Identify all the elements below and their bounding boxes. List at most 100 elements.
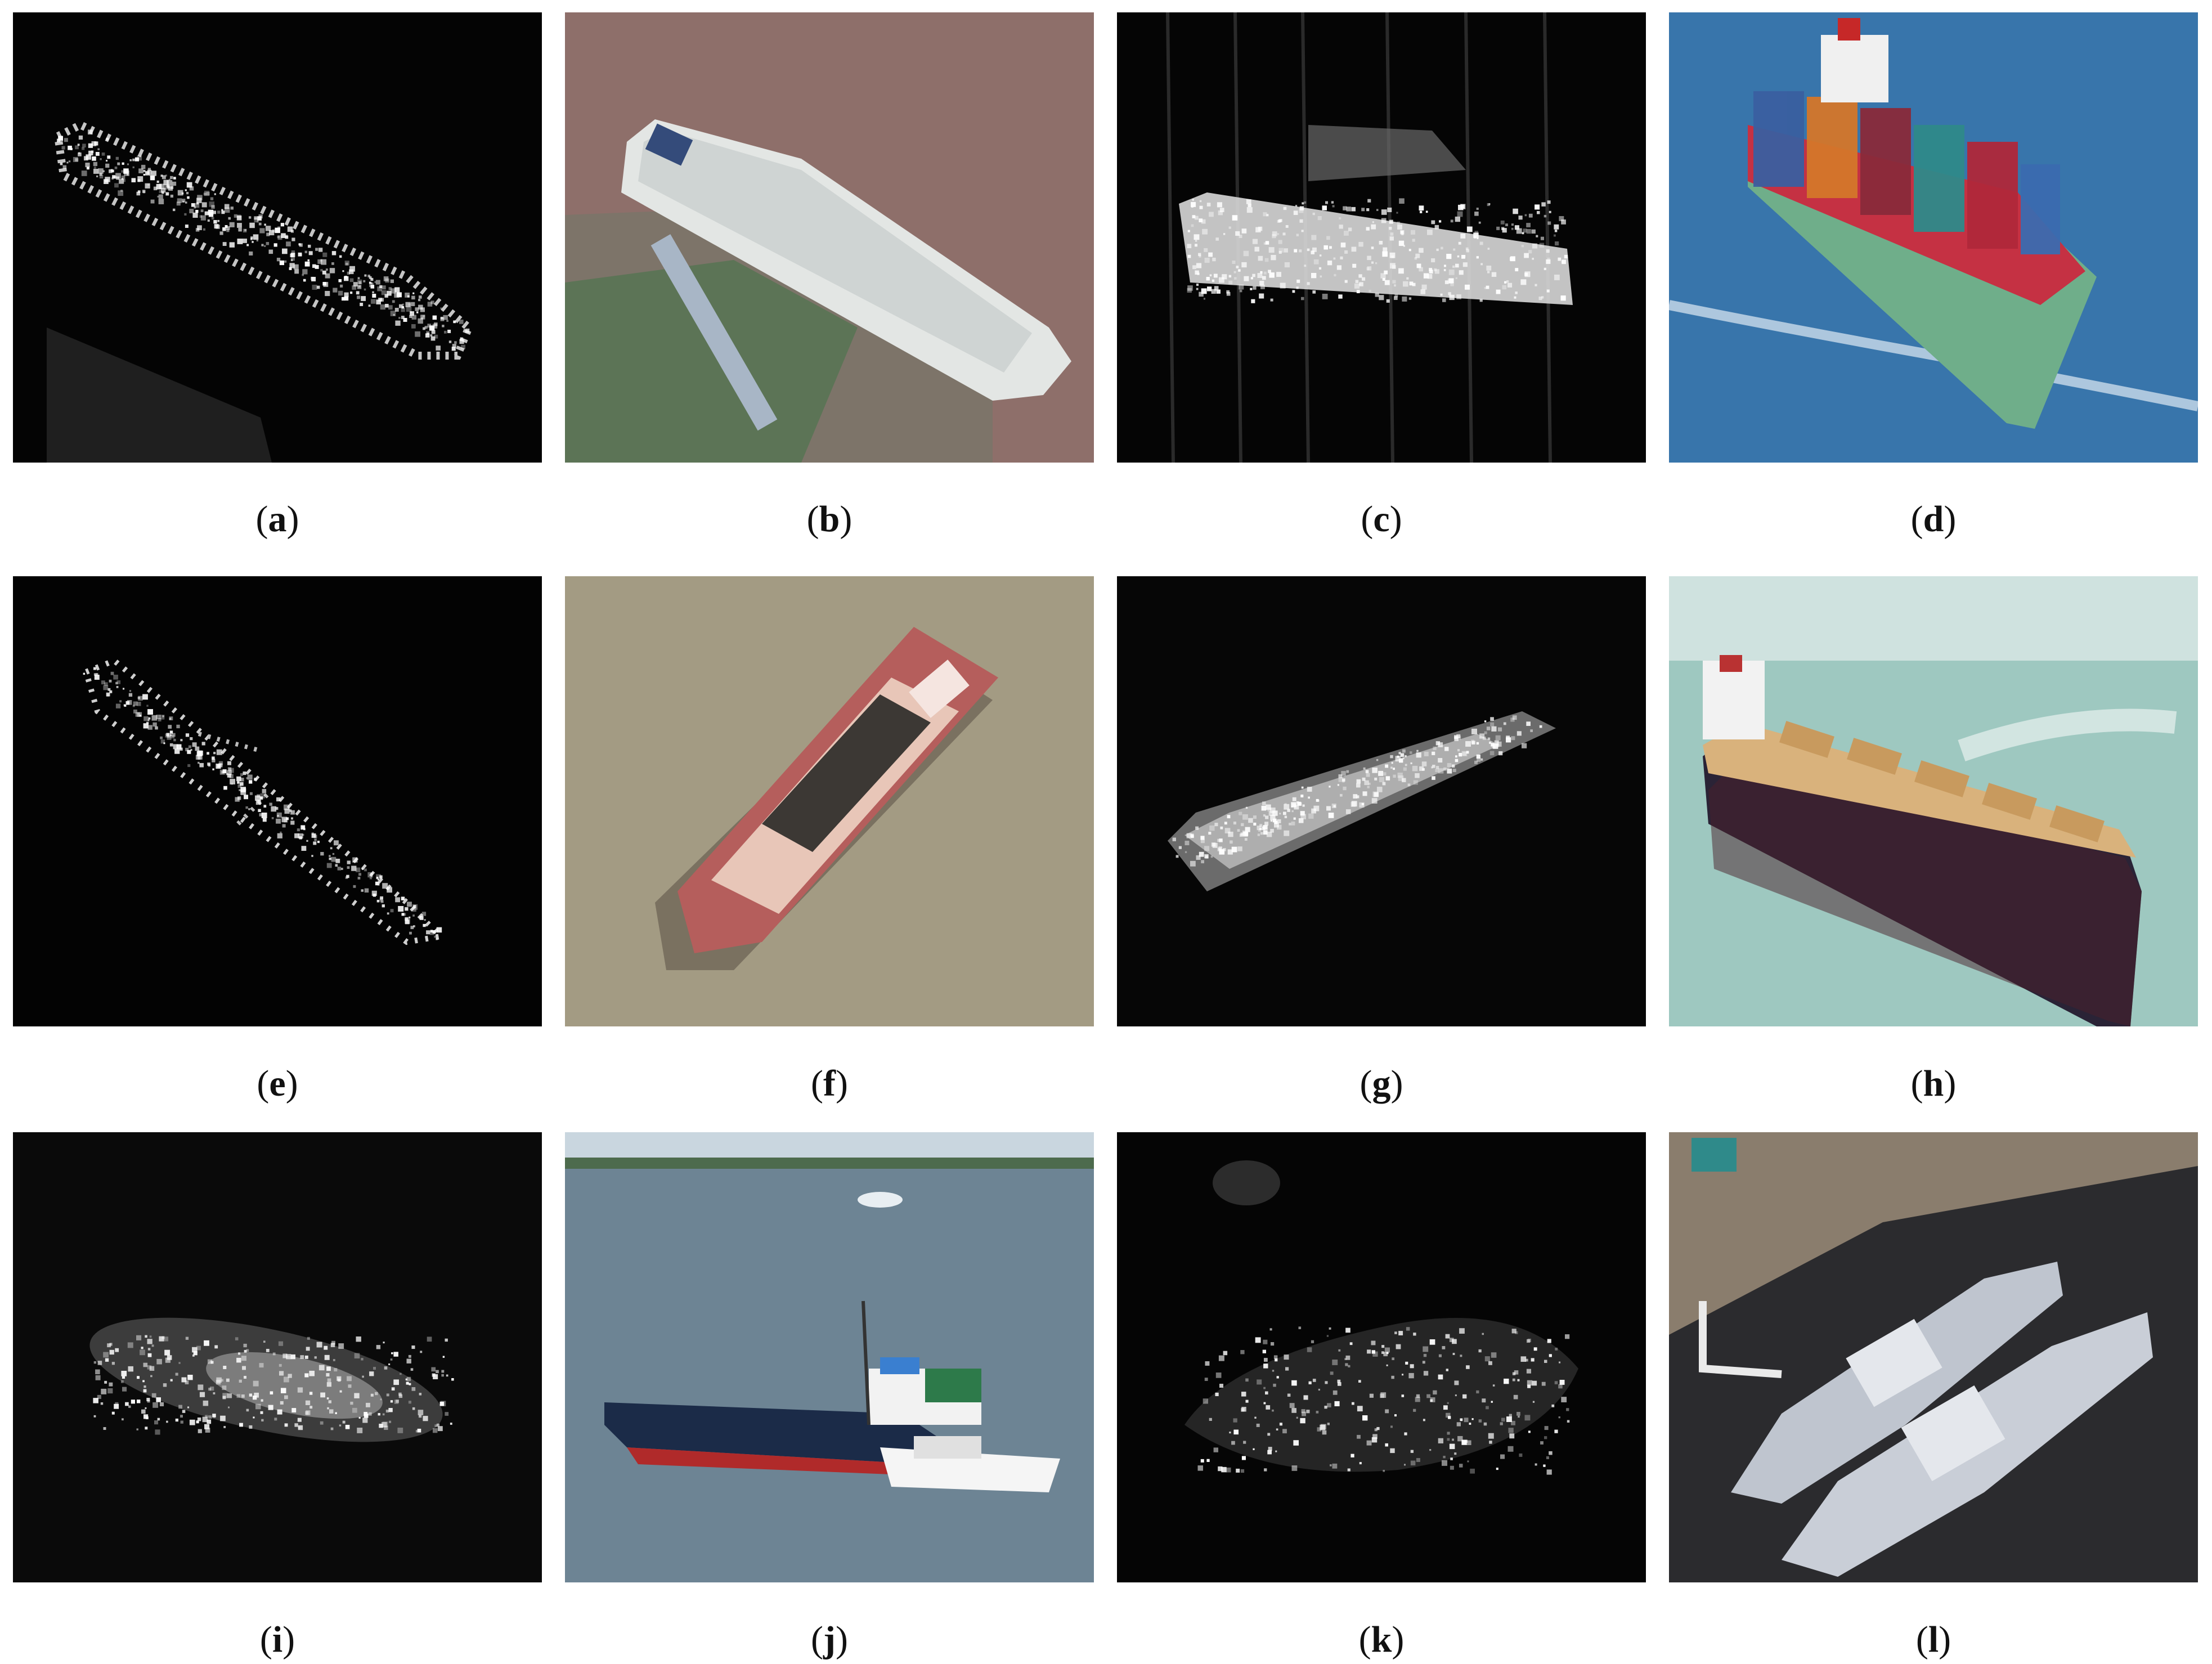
speckle-dot <box>390 1400 393 1403</box>
speckle-dot <box>226 229 230 232</box>
speckle-dot <box>353 282 358 287</box>
speckle-dot <box>1461 751 1466 756</box>
speckle-dot <box>1263 242 1266 245</box>
speckle-dot <box>226 1378 230 1382</box>
speckle-dot <box>1320 275 1322 277</box>
speckle-dot <box>136 1335 142 1340</box>
speckle-dot <box>1559 216 1564 221</box>
speckle-dot <box>427 332 429 335</box>
speckle-dot <box>382 883 388 889</box>
speckle-dot <box>100 158 102 160</box>
speckle-dot <box>177 190 183 196</box>
speckle-dot <box>1338 774 1343 778</box>
speckle-dot <box>432 930 436 934</box>
speckle-dot <box>432 324 438 329</box>
speckle-dot <box>1190 833 1194 837</box>
speckle-dot <box>1345 809 1351 814</box>
speckle-dot <box>1259 281 1264 286</box>
speckle-dot <box>391 1387 395 1391</box>
speckle-dot <box>1220 826 1223 829</box>
speckle-dot <box>191 203 195 207</box>
speckle-dot <box>1461 1439 1467 1445</box>
speckle-dot <box>264 223 266 226</box>
speckle-dot <box>127 700 132 705</box>
speckle-dot <box>328 1400 331 1403</box>
speckle-dot <box>1514 225 1519 230</box>
speckle-dot <box>97 1361 102 1365</box>
speckle-dot <box>1294 249 1298 253</box>
speckle-dot <box>1422 1361 1425 1364</box>
speckle-dot <box>1464 1418 1469 1423</box>
speckle-dot <box>115 703 121 708</box>
speckle-dot <box>1510 717 1515 722</box>
speckle-dot <box>138 168 143 173</box>
speckle-dot <box>1200 1459 1204 1463</box>
speckle-dot <box>1462 1394 1467 1399</box>
speckle-dot <box>134 157 139 162</box>
speckle-dot <box>1241 1456 1246 1460</box>
speckle-dot <box>214 193 216 195</box>
speckle-dot <box>1498 751 1503 756</box>
speckle-dot <box>412 904 418 910</box>
speckle-dot <box>1558 1416 1560 1419</box>
speckle-dot <box>115 681 118 685</box>
speckle-dot <box>1448 269 1455 275</box>
speckle-dot <box>1307 248 1310 252</box>
speckle-dot <box>329 857 331 860</box>
speckle-dot <box>1300 795 1304 797</box>
speckle-dot <box>1394 284 1396 287</box>
speckle-dot <box>1457 749 1460 752</box>
speckle-dot <box>137 712 142 717</box>
speckle-dot <box>160 174 163 177</box>
speckle-dot <box>426 930 430 935</box>
speckle-dot <box>97 148 100 150</box>
speckle-dot <box>392 300 395 303</box>
speckle-dot <box>1356 290 1360 293</box>
speckle-dot <box>415 1430 419 1433</box>
speckle-dot <box>1244 276 1249 281</box>
speckle-dot <box>1566 1408 1569 1411</box>
speckle-dot <box>352 857 358 863</box>
speckle-dot <box>1383 1352 1388 1357</box>
speckle-dot <box>1243 250 1249 257</box>
speckle-dot <box>1253 822 1257 826</box>
speckle-dot <box>158 194 163 199</box>
speckle-dot <box>237 223 242 228</box>
speckle-dot <box>1432 765 1435 768</box>
speckle-dot <box>93 1415 96 1418</box>
speckle-dot <box>1509 1414 1512 1417</box>
speckle-dot <box>294 1423 298 1427</box>
speckle-dot <box>1345 1355 1350 1360</box>
speckle-dot <box>1311 273 1317 279</box>
speckle-dot <box>1378 770 1384 776</box>
speckle-dot <box>1397 755 1399 758</box>
speckle-dot <box>1567 1420 1570 1423</box>
speckle-dot <box>1500 220 1505 225</box>
speckle-dot <box>1217 838 1221 842</box>
speckle-dot <box>1508 1428 1514 1433</box>
speckle-dot <box>255 800 261 805</box>
speckle-dot <box>227 770 232 775</box>
speckle-dot <box>1263 830 1268 835</box>
speckle-dot <box>1367 266 1372 271</box>
speckle-dot <box>1268 811 1273 816</box>
speckle-dot <box>413 905 416 908</box>
speckle-dot <box>1477 757 1481 762</box>
speckle-dot <box>1505 223 1508 226</box>
fishing-boat-icon <box>565 1132 1094 1582</box>
speckle-dot <box>1478 221 1481 224</box>
speckle-dot <box>393 1352 398 1357</box>
speckle-dot <box>1424 751 1429 756</box>
speckle-dot <box>306 840 308 842</box>
speckle-dot <box>1292 797 1296 801</box>
speckle-dot <box>388 1408 393 1412</box>
speckle-dot <box>1266 214 1269 217</box>
speckle-dot <box>122 1418 124 1421</box>
speckle-dot <box>1382 251 1388 257</box>
speckle-dot <box>419 916 424 920</box>
speckle-dot <box>284 1395 288 1400</box>
speckle-dot <box>1565 1334 1570 1339</box>
speckle-dot <box>1253 815 1257 819</box>
speckle-dot <box>1235 231 1240 236</box>
speckle-dot <box>1195 240 1197 242</box>
